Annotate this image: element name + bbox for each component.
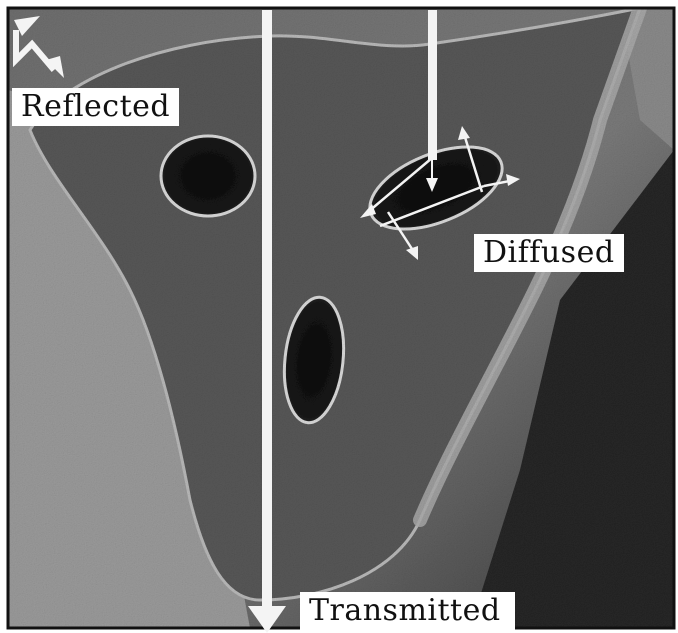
diffused-label: Diffused: [474, 234, 624, 272]
reflected-label: Reflected: [12, 88, 179, 126]
transmitted-label: Transmitted: [300, 592, 515, 630]
